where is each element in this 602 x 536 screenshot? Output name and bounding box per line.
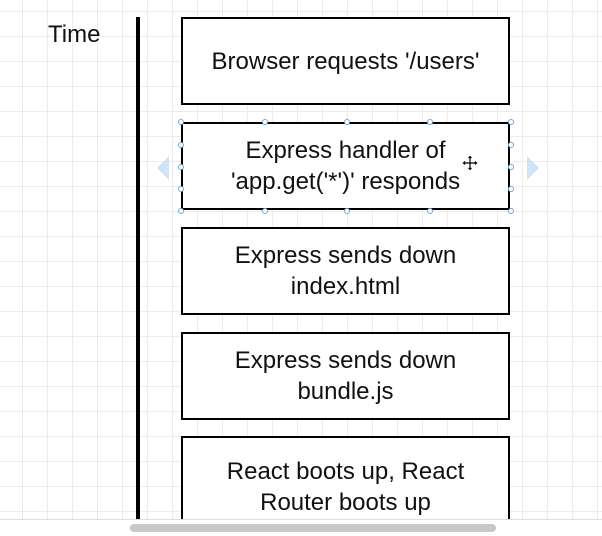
resize-handle-bottom-2[interactable] [344, 208, 350, 214]
resize-handle-right-3[interactable] [508, 186, 514, 192]
resize-handle-top-1[interactable] [262, 119, 268, 125]
step-box-express-handler[interactable]: Express handler of 'app.get('*')' respon… [181, 122, 510, 210]
step-box-send-index-html[interactable]: Express sends down index.html [181, 227, 510, 315]
step-label: Browser requests '/users' [211, 47, 480, 75]
chevron-right-icon[interactable] [527, 156, 539, 180]
horizontal-scrollbar-thumb[interactable] [130, 524, 496, 532]
resize-handle-right-1[interactable] [508, 142, 514, 148]
resize-handle-right-2[interactable] [508, 164, 514, 170]
resize-handle-left-3[interactable] [178, 186, 184, 192]
step-box-browser-request[interactable]: Browser requests '/users' [181, 17, 510, 105]
resize-handle-top-left[interactable] [178, 119, 184, 125]
resize-handle-left-1[interactable] [178, 142, 184, 148]
chevron-left-icon[interactable] [157, 156, 169, 180]
step-label: Express sends down bundle.js [234, 347, 457, 405]
step-label: Express sends down index.html [234, 242, 457, 300]
resize-handle-bottom-right[interactable] [508, 208, 514, 214]
resize-handle-bottom-3[interactable] [427, 208, 433, 214]
move-cursor-icon [462, 155, 478, 171]
resize-handle-left-2[interactable] [178, 164, 184, 170]
resize-handle-top-right[interactable] [508, 119, 514, 125]
resize-handle-bottom-1[interactable] [262, 208, 268, 214]
resize-handle-top-2[interactable] [344, 119, 350, 125]
time-axis-label: Time [48, 21, 101, 48]
step-label: Express handler of 'app.get('*')' respon… [230, 137, 461, 195]
resize-handle-bottom-left[interactable] [178, 208, 184, 214]
step-label: React boots up, React Router boots up [226, 458, 465, 516]
timeline-axis [136, 17, 140, 523]
step-box-send-bundle-js[interactable]: Express sends down bundle.js [181, 332, 510, 420]
resize-handle-top-3[interactable] [427, 119, 433, 125]
